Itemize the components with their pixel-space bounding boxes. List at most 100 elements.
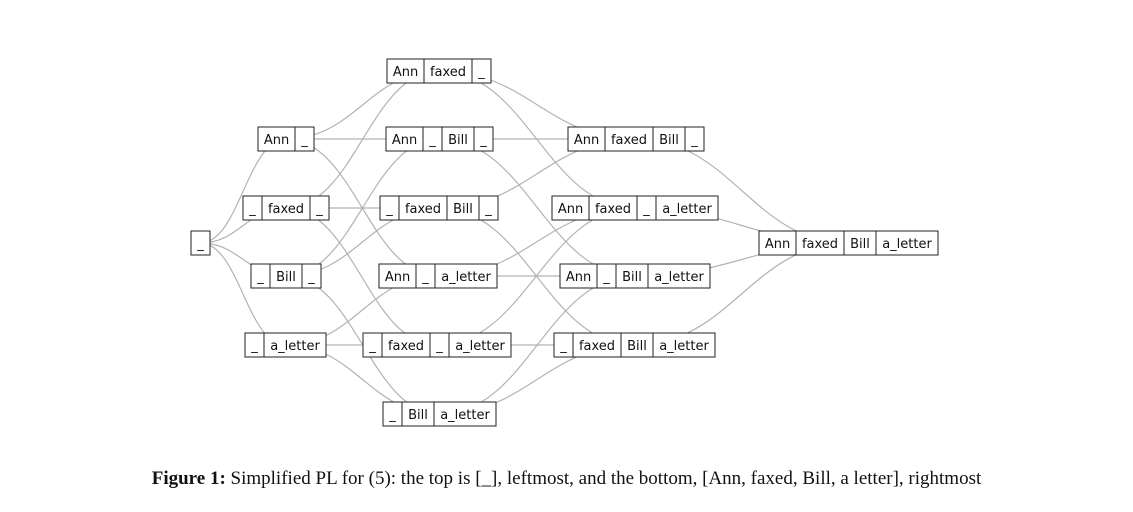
node-cell-label: a_letter: [441, 270, 491, 285]
node-cell-label: Ann: [765, 237, 790, 252]
node-cell-box: [615, 263, 649, 289]
node-cell-label: _: [477, 65, 485, 80]
node-cell-box: [604, 126, 654, 152]
node-cell-box: [294, 126, 315, 152]
node-cell-box: [652, 126, 686, 152]
node-cell-box: [572, 332, 622, 358]
node-cell-label: Ann: [574, 133, 599, 148]
node-cell-label: faxed: [268, 202, 304, 217]
node-cell-box: [647, 263, 711, 289]
node-cell-label: _: [435, 339, 443, 354]
node-cell-box: [567, 126, 606, 152]
node-cell-label: Ann: [385, 270, 410, 285]
lattice-node: _ faxed _ a_letter: [362, 332, 512, 358]
node-cell-label: _: [484, 202, 492, 217]
lattice-node: Ann faxed Bill _: [567, 126, 705, 152]
node-cell-label: _: [428, 133, 436, 148]
node-cell-box: [758, 230, 797, 256]
lattice-node: Ann _ a_letter: [378, 263, 498, 289]
node-cell-box: [263, 332, 327, 358]
node-cell-label: a_letter: [455, 339, 505, 354]
node-cell-box: [441, 126, 475, 152]
lattice-node: Ann _ Bill _: [385, 126, 494, 152]
node-cell-label: _: [368, 339, 376, 354]
node-cell-label: Bill: [622, 270, 642, 285]
node-cell-label: _: [250, 339, 258, 354]
caption-text: Simplified PL for (5): the top is [_], l…: [230, 468, 982, 489]
node-cell-label: Ann: [566, 270, 591, 285]
node-cell-box: [588, 195, 638, 221]
lattice-node: Ann faxed Bill a_letter: [758, 230, 939, 256]
node-cell-label: faxed: [388, 339, 424, 354]
node-cell-label: Bill: [659, 133, 679, 148]
lattice-node: _ a_letter: [244, 332, 327, 358]
node-cell-box: [843, 230, 877, 256]
lattice-node: Ann faxed _ a_letter: [551, 195, 719, 221]
node-cell-box: [875, 230, 939, 256]
node-cell-label: faxed: [595, 202, 631, 217]
node-cell-box: [385, 126, 424, 152]
node-cell-label: Bill: [448, 133, 468, 148]
node-cell-label: Ann: [558, 202, 583, 217]
node-cell-label: Bill: [850, 237, 870, 252]
node-cell-box: [190, 230, 211, 256]
node-cell-box: [381, 332, 431, 358]
lattice-node: _ faxed _: [242, 195, 330, 221]
node-cell-label: faxed: [405, 202, 441, 217]
lattice-node: _ Bill _: [250, 263, 322, 289]
node-cell-label: a_letter: [659, 339, 709, 354]
node-cell-label: faxed: [611, 133, 647, 148]
node-cell-label: a_letter: [662, 202, 712, 217]
node-cell-label: _: [642, 202, 650, 217]
node-cell-label: _: [602, 270, 610, 285]
lattice-node: _ faxed Bill a_letter: [553, 332, 716, 358]
node-cell-label: Ann: [264, 133, 289, 148]
node-cell-box: [473, 126, 494, 152]
lattice-edge: [634, 242, 849, 346]
node-cell-label: faxed: [579, 339, 615, 354]
node-cell-box: [448, 332, 512, 358]
node-cell-label: faxed: [802, 237, 838, 252]
node-cell-label: Ann: [393, 65, 418, 80]
node-cell-label: _: [385, 202, 393, 217]
node-cell-box: [401, 401, 435, 427]
node-cell-label: Bill: [408, 408, 428, 423]
node-cell-label: _: [559, 339, 567, 354]
node-cell-label: _: [307, 270, 315, 285]
node-cell-box: [478, 195, 499, 221]
node-cell-box: [655, 195, 719, 221]
node-cell-label: Ann: [392, 133, 417, 148]
lattice-node: _: [190, 230, 211, 256]
node-cell-label: _: [248, 202, 256, 217]
lattice-edges: [200, 70, 849, 415]
lattice-node: Ann_: [257, 126, 315, 152]
node-cell-box: [434, 263, 498, 289]
node-cell-label: a_letter: [270, 339, 320, 354]
lattice-edge: [635, 138, 849, 244]
node-cell-box: [684, 126, 705, 152]
node-cell-label: Bill: [627, 339, 647, 354]
node-cell-box: [398, 195, 448, 221]
lattice-edge: [200, 138, 287, 244]
node-cell-box: [423, 58, 473, 84]
node-cell-label: _: [479, 133, 487, 148]
node-cell-box: [386, 58, 425, 84]
node-cell-label: _: [421, 270, 429, 285]
node-cell-label: _: [196, 237, 204, 252]
node-cell-box: [301, 263, 322, 289]
node-cell-label: a_letter: [882, 237, 932, 252]
node-cell-label: _: [690, 133, 698, 148]
node-cell-box: [620, 332, 654, 358]
node-cell-label: _: [315, 202, 323, 217]
node-cell-box: [446, 195, 480, 221]
node-cell-label: Bill: [276, 270, 296, 285]
node-cell-label: _: [256, 270, 264, 285]
node-cell-label: a_letter: [440, 408, 490, 423]
node-cell-box: [471, 58, 492, 84]
node-cell-box: [309, 195, 330, 221]
